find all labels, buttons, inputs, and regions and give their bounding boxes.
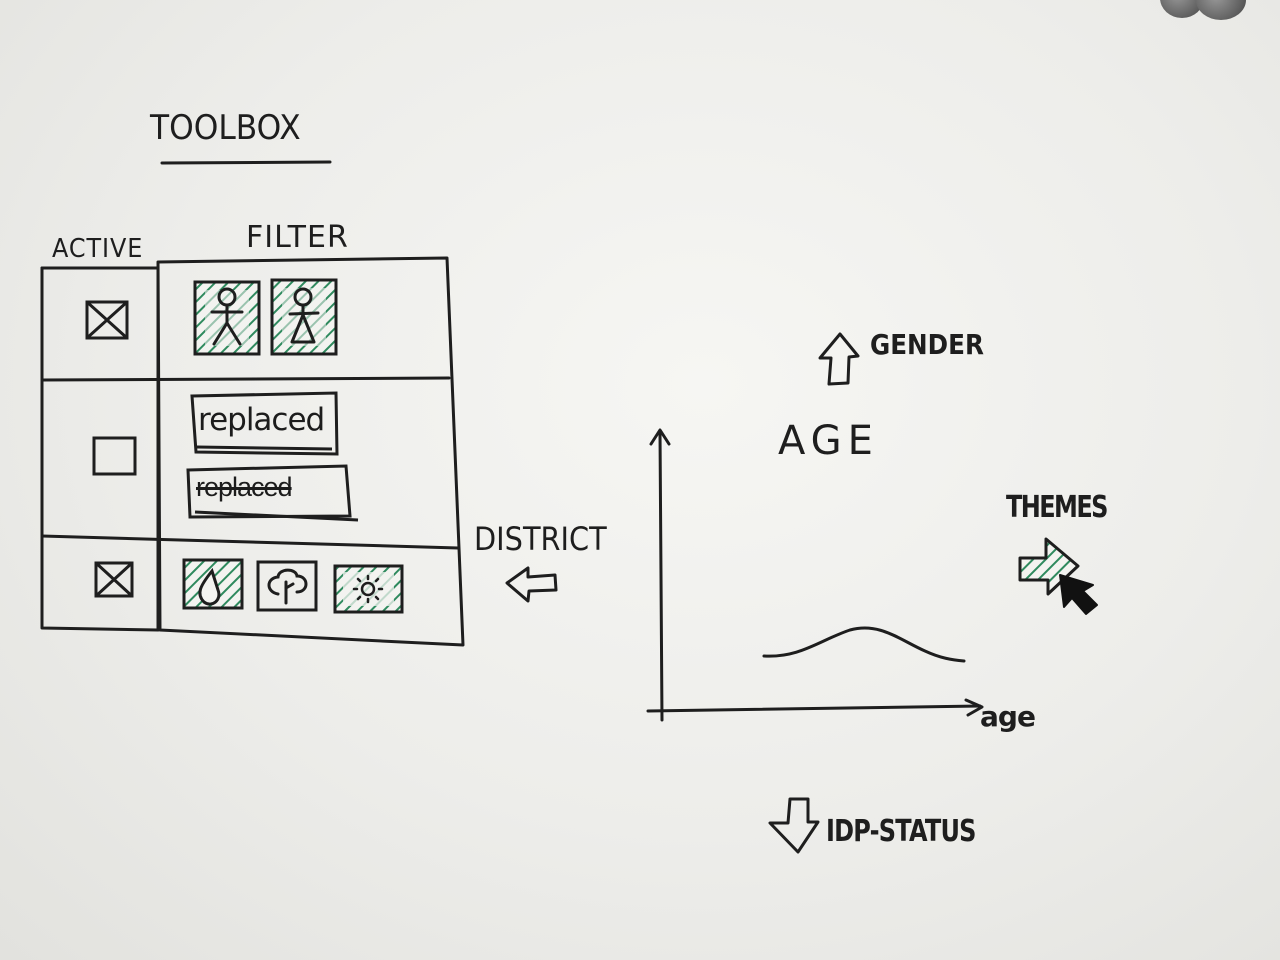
active-checkbox-row-3[interactable] — [94, 561, 134, 598]
active-checkbox-row-1[interactable] — [85, 300, 129, 340]
sun-icon[interactable] — [333, 564, 404, 614]
filter-text-box-1[interactable] — [190, 391, 339, 456]
idp-status-arrow-icon[interactable] — [768, 797, 820, 854]
x-axis-label: age — [980, 700, 1036, 733]
filter-text-replaced-struck: replaced — [196, 472, 293, 502]
chart-axes — [646, 428, 984, 722]
gender-arrow-icon[interactable] — [818, 332, 860, 386]
filter-column-header: FILTER — [246, 220, 349, 255]
mouse-cursor-icon — [1059, 574, 1098, 615]
x-axis-arrowhead — [964, 698, 984, 717]
nav-label-idp-status[interactable]: IDP-STATUS — [826, 814, 976, 849]
tree-icon[interactable] — [256, 560, 318, 612]
nav-label-gender[interactable]: GENDER — [870, 328, 984, 361]
toolbox-title: TOOLBOX — [150, 108, 301, 148]
chart-title: AGE — [778, 418, 879, 464]
toolbox-table — [40, 256, 465, 647]
female-person-icon[interactable] — [270, 278, 338, 356]
y-axis-arrowhead — [649, 428, 671, 446]
active-checkbox-row-2[interactable] — [92, 436, 137, 476]
filter-text-box-2[interactable] — [186, 464, 359, 522]
filter-text-replaced: replaced — [198, 402, 325, 438]
y-axis — [658, 430, 664, 722]
male-person-icon[interactable] — [193, 280, 261, 356]
nav-label-district[interactable]: DISTRICT — [474, 520, 607, 558]
district-arrow-icon[interactable] — [505, 566, 558, 603]
water-drop-icon[interactable] — [182, 558, 244, 610]
x-axis — [646, 704, 982, 713]
active-column-header: ACTIVE — [52, 234, 144, 264]
toolbox-title-underline — [160, 160, 332, 165]
magnet — [1160, 0, 1204, 18]
magnet — [1196, 0, 1246, 20]
nav-label-themes[interactable]: THEMES — [1006, 490, 1108, 525]
age-distribution-curve — [762, 626, 966, 663]
